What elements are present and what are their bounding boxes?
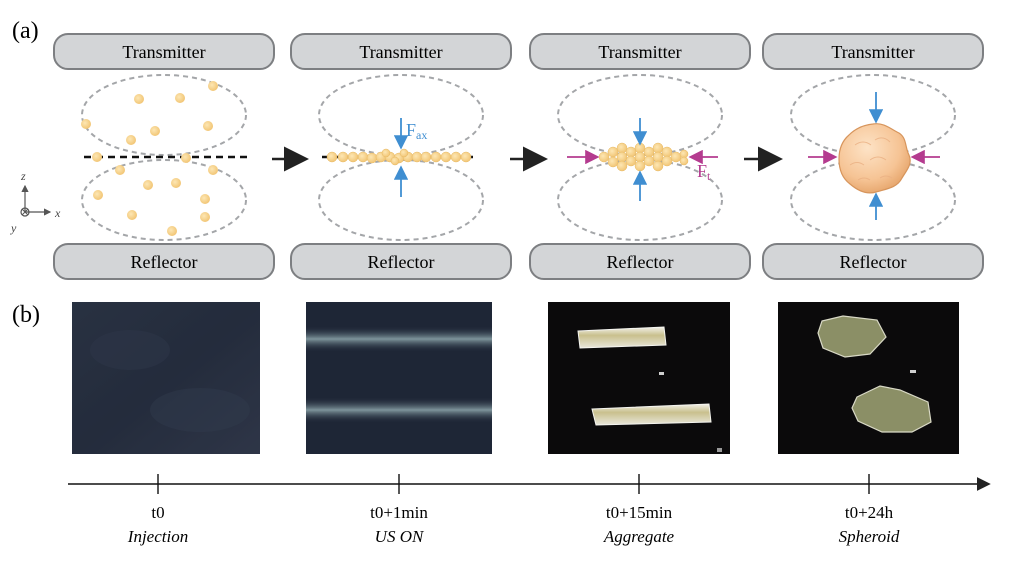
time-label: t0+15min xyxy=(606,503,673,522)
upper-lobe xyxy=(318,74,484,156)
stage-2: Transmitter Reflector Fax xyxy=(290,33,512,280)
stage-caption: Aggregate xyxy=(603,527,675,546)
transmitter-pill xyxy=(290,33,512,70)
axial-force-label: Fax xyxy=(406,120,427,142)
reflector-pill xyxy=(290,243,512,280)
photo-us-on xyxy=(306,302,492,454)
panel-label-a: (a) xyxy=(12,18,39,44)
transverse-force-label: Ft xyxy=(697,161,711,183)
transmitter-label: Transmitter xyxy=(359,42,442,62)
reflector-label: Reflector xyxy=(131,252,198,272)
time-label: t0 xyxy=(151,503,164,522)
axis-label-x: x xyxy=(54,206,61,220)
upper-lobe xyxy=(557,74,723,156)
stage-caption: US ON xyxy=(375,527,425,546)
spheroid xyxy=(838,123,911,194)
reflector-label: Reflector xyxy=(840,252,907,272)
cell-aggregate xyxy=(598,142,689,172)
transmitter-label: Transmitter xyxy=(831,42,914,62)
photo-aggregate xyxy=(548,302,730,454)
reflector-pill xyxy=(53,243,275,280)
coordinate-axes: z x y xyxy=(10,169,61,235)
lower-lobe xyxy=(81,159,247,241)
photo-injection xyxy=(72,302,260,454)
time-label: t0+24h xyxy=(845,503,894,522)
stage-4: Transmitter Reflector xyxy=(762,33,984,280)
reflector-pill xyxy=(762,243,984,280)
reflector-label: Reflector xyxy=(368,252,435,272)
transmitter-pill xyxy=(762,33,984,70)
transmitter-pill xyxy=(53,33,275,70)
stage-caption: Spheroid xyxy=(839,527,900,546)
axis-label-z: z xyxy=(20,169,26,183)
reflector-pill xyxy=(529,243,751,280)
lower-lobe xyxy=(318,159,484,241)
upper-lobe xyxy=(81,74,247,156)
panel-label-b: (b) xyxy=(12,302,40,328)
transmitter-label: Transmitter xyxy=(122,42,205,62)
transmitter-label: Transmitter xyxy=(598,42,681,62)
stage-3: Transmitter Reflector Ft xyxy=(529,33,751,280)
cell-line xyxy=(326,148,472,166)
lower-lobe xyxy=(790,159,956,241)
stage-caption: Injection xyxy=(127,527,188,546)
scattered-cells xyxy=(81,81,218,236)
axis-label-y: y xyxy=(10,221,17,235)
transmitter-pill xyxy=(529,33,751,70)
reflector-label: Reflector xyxy=(607,252,674,272)
stage-1: Transmitter Reflector xyxy=(53,33,275,280)
upper-lobe xyxy=(790,74,956,156)
lower-lobe xyxy=(557,159,723,241)
time-label: t0+1min xyxy=(370,503,428,522)
photo-spheroid xyxy=(778,302,959,454)
